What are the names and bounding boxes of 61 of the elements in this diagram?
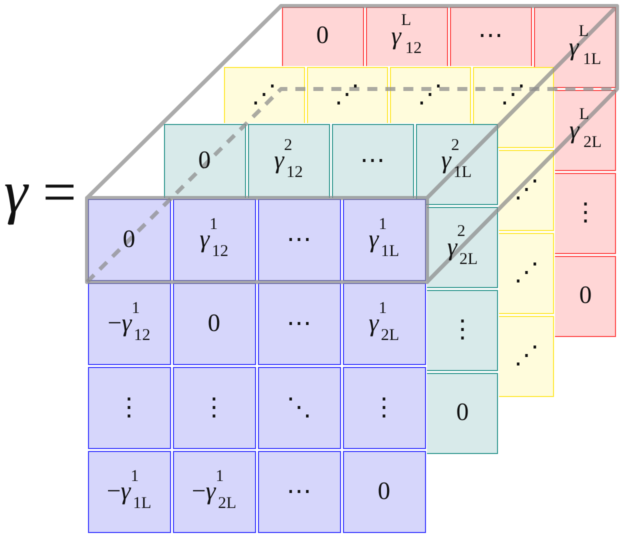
matrix-cell [88,451,171,533]
matrix-cell [258,367,341,449]
matrix-cell [332,124,414,198]
matrix-cell [258,451,341,533]
matrix-entry: ⋮ [200,392,228,422]
matrix-entry: ⋰ [416,80,444,110]
matrix-entry: ⋮ [572,198,599,228]
matrix-cell [282,7,364,66]
matrix-cell [258,283,341,365]
matrix-entry: ⋯ [477,21,504,51]
matrix-cell [173,367,256,449]
matrix-entry: ⋰ [513,341,540,371]
matrix-cell [164,124,246,198]
matrix-cell [173,199,256,281]
matrix-entry: ⋯ [359,146,386,176]
matrix-entry: ⋯ [286,224,312,254]
matrix-entry: ⋯ [286,308,312,338]
matrix-cell [88,199,171,281]
matrix-entry: 0 [197,146,212,176]
matrix-cell [499,233,554,314]
matrix-cell [343,367,426,449]
matrix-cell [88,283,171,365]
matrix-entry: 0 [206,308,222,338]
matrix-cell [343,199,426,281]
matrix-cell [499,316,554,397]
matrix-cell [555,173,616,254]
matrix-cell [343,283,426,365]
matrix-entry: 0 [315,21,330,51]
equation-label: γ = [4,158,76,227]
matrix-cell [224,67,305,123]
matrix-cell [427,290,498,371]
matrix-cell [343,451,426,533]
matrix-entry: ⋮ [116,392,142,422]
matrix-entry: 0 [578,281,593,311]
matrix-entry: ⋰ [513,175,540,205]
matrix-entry: 0 [376,476,392,506]
matrix-entry: ⋰ [250,80,278,110]
matrix-entry: ⋱ [286,392,312,422]
matrix-cell [307,67,388,123]
matrix-cell [366,7,448,66]
matrix-entry: 0 [455,398,470,428]
matrix-entry: 0 [122,224,136,254]
matrix-cell [427,207,498,288]
matrix-entry: ⋯ [286,476,312,506]
matrix-cell [499,150,554,231]
matrix-entry: ⋰ [513,258,540,288]
matrix-cell [173,451,256,533]
matrix-entry: ⋰ [500,80,526,110]
matrix-cell [173,283,256,365]
matrix-entry: ⋮ [370,392,398,422]
matrix-cell [555,256,616,337]
matrix-cell [450,7,532,66]
matrix-cell [416,124,498,205]
matrix-cell [258,199,341,281]
matrix-entry: ⋰ [334,80,360,110]
matrix-cell [88,367,171,449]
matrix-cell [248,124,330,198]
matrix-cell [555,90,616,171]
matrix-cell [427,373,498,454]
matrix-entry: ⋮ [449,315,476,345]
matrix-cell [390,67,471,123]
